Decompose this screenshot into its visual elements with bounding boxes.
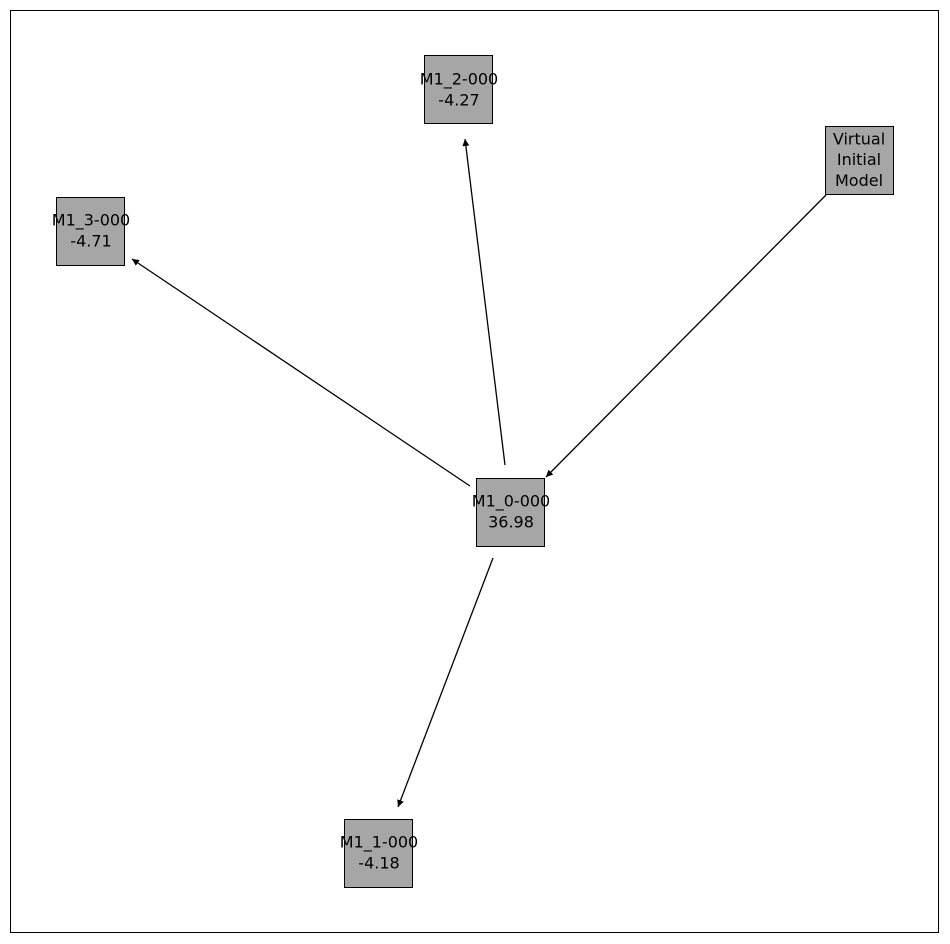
edges-layer (131, 138, 827, 808)
diagram-frame (10, 10, 939, 933)
node-m1-2-name: M1_2-000 (419, 69, 499, 89)
node-m1-2-box[interactable] (424, 55, 493, 124)
node-virtual-value: Initial Model (834, 150, 884, 190)
node-m1-3-box[interactable] (56, 197, 125, 266)
node-m1-2-value: -4.27 (438, 90, 480, 110)
node-virtual-name: Virtual (832, 129, 886, 149)
edge-m1_0-to-m1_1 (397, 557, 494, 808)
node-m1-0-value: 36.98 (488, 512, 534, 532)
node-virtual-box[interactable] (825, 126, 894, 195)
node-m1-3-value: -4.71 (70, 231, 112, 251)
node-m1-1-value: -4.18 (358, 853, 400, 873)
node-m1-0-name: M1_0-000 (471, 491, 551, 511)
edge-m1_0-to-m1_3 (131, 258, 471, 487)
edge-m1_0-to-m1_2 (462, 138, 506, 466)
node-m1-0-box[interactable] (476, 478, 545, 547)
node-m1-1-name: M1_1-000 (339, 832, 419, 852)
node-m1-1-box[interactable] (344, 819, 413, 888)
edge-virtual-to-m1_0 (545, 194, 827, 478)
node-m1-3-name: M1_3-000 (51, 210, 131, 230)
